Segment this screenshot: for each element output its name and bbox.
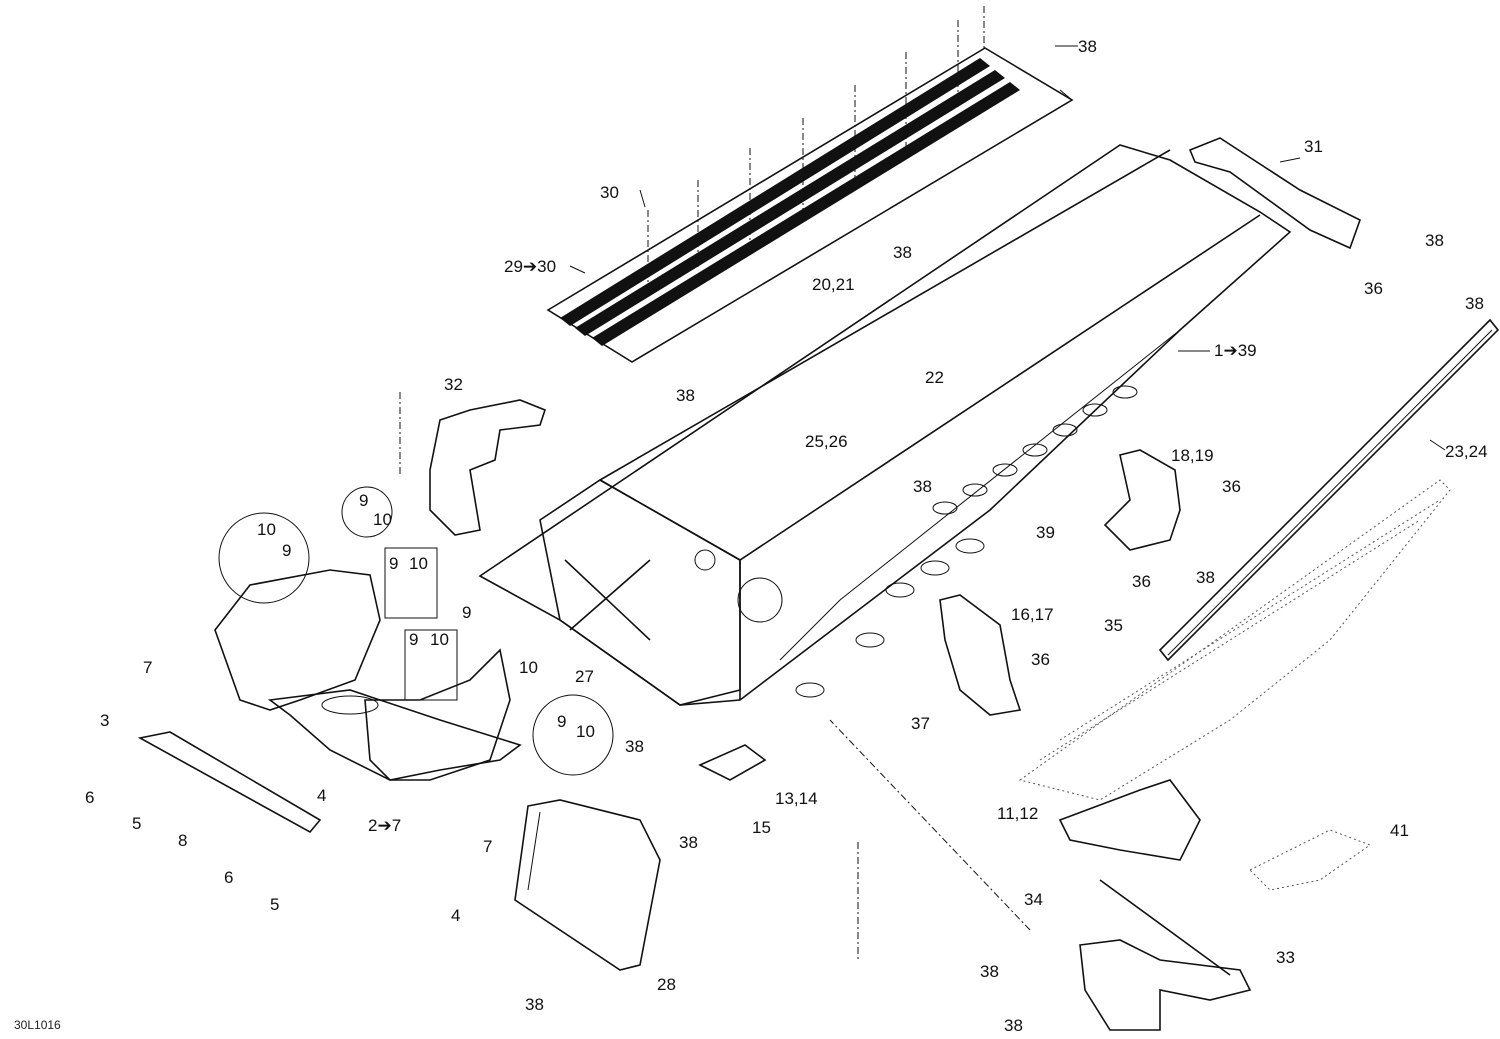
callout-4: 4 [317, 786, 327, 805]
callout-15: 15 [752, 818, 771, 837]
callout-20-21: 20,21 [812, 275, 855, 294]
callout-7: 7 [143, 658, 153, 677]
callout-23-24: 23,24 [1445, 442, 1488, 461]
callout-9: 9 [359, 491, 369, 510]
callout-38: 38 [1196, 568, 1215, 587]
callout-1-39: 1➔39 [1214, 341, 1257, 360]
callout-9: 9 [409, 630, 419, 649]
callout-38: 38 [679, 833, 698, 852]
callout-11-12: 11,12 [997, 804, 1039, 823]
callout-36: 36 [1132, 572, 1151, 591]
callout-10: 10 [519, 658, 538, 677]
callout-38: 38 [625, 737, 644, 756]
suspension-mount-plate [939, 594, 1022, 716]
callout-18-19: 18,19 [1171, 446, 1214, 465]
callout-34: 34 [1024, 890, 1043, 909]
callout-38: 38 [1425, 231, 1444, 250]
callout-9: 9 [557, 712, 567, 731]
anchor-bracket-part [1103, 449, 1181, 551]
running-board-screws [647, 6, 985, 300]
callout-38: 38 [893, 243, 912, 262]
front-frame-part [214, 569, 522, 781]
callout-3: 3 [100, 711, 110, 730]
callout-6: 6 [85, 788, 95, 807]
callout-9: 9 [389, 554, 399, 573]
callout-7: 7 [483, 837, 493, 856]
callout-38: 38 [525, 995, 544, 1014]
callout-38: 38 [1078, 37, 1097, 56]
callout-22: 22 [925, 368, 944, 387]
callout-41: 41 [1390, 821, 1409, 840]
detail-callouts [218, 486, 614, 776]
callout-4: 4 [451, 906, 461, 925]
callout-32: 32 [444, 375, 463, 394]
callout-38: 38 [1004, 1016, 1023, 1035]
rear-suspension-bracket [1058, 779, 1201, 861]
callout-25-26: 25,26 [805, 432, 848, 451]
steering-support-bracket [429, 399, 546, 536]
callout-16-17: 16,17 [1011, 605, 1054, 624]
leader-lines [399, 45, 1446, 960]
callout-13-14: 13,14 [775, 789, 818, 808]
callout-28: 28 [657, 975, 676, 994]
rear-rail-part [1158, 318, 1500, 662]
tunnel-extension-outline [1018, 479, 1451, 801]
footrest-plate [698, 744, 767, 781]
callout-35: 35 [1104, 616, 1123, 635]
callout-36: 36 [1364, 279, 1383, 298]
rear-bumper-bracket [1188, 137, 1361, 250]
callout-8: 8 [178, 831, 188, 850]
callout-38: 38 [1465, 294, 1484, 313]
callout-9: 9 [282, 541, 292, 560]
tunnel-part [478, 144, 1292, 706]
callout-10: 10 [373, 510, 392, 529]
callout-31: 31 [1304, 137, 1323, 156]
front-bumper-strip [137, 731, 322, 834]
callout-5: 5 [270, 895, 280, 914]
callout-33: 33 [1276, 948, 1295, 967]
callout-9: 9 [462, 603, 472, 622]
callout-29-30: 29➔30 [504, 257, 557, 276]
callout-37: 37 [911, 714, 930, 733]
callout-27: 27 [575, 667, 594, 686]
callout-36: 36 [1222, 477, 1241, 496]
rear-running-board-part [546, 47, 1074, 363]
callout-30: 30 [600, 183, 619, 202]
drawing-code: 30L1016 [14, 1018, 61, 1032]
callout-6: 6 [224, 868, 234, 887]
callout-10: 10 [409, 554, 428, 573]
callout-38: 38 [980, 962, 999, 981]
callout-10: 10 [257, 520, 276, 539]
heat-exchanger-part [514, 799, 661, 971]
callout-38: 38 [913, 477, 932, 496]
callout-10: 10 [576, 722, 595, 741]
skid-guard-part [1249, 829, 1372, 891]
callout-2-7: 2➔7 [368, 816, 402, 835]
rear-brace-part [1079, 879, 1252, 1031]
callout-38: 38 [676, 386, 695, 405]
callout-39: 39 [1036, 523, 1055, 542]
callout-10: 10 [430, 630, 449, 649]
callout-5: 5 [132, 814, 142, 833]
callout-36: 36 [1031, 650, 1050, 669]
